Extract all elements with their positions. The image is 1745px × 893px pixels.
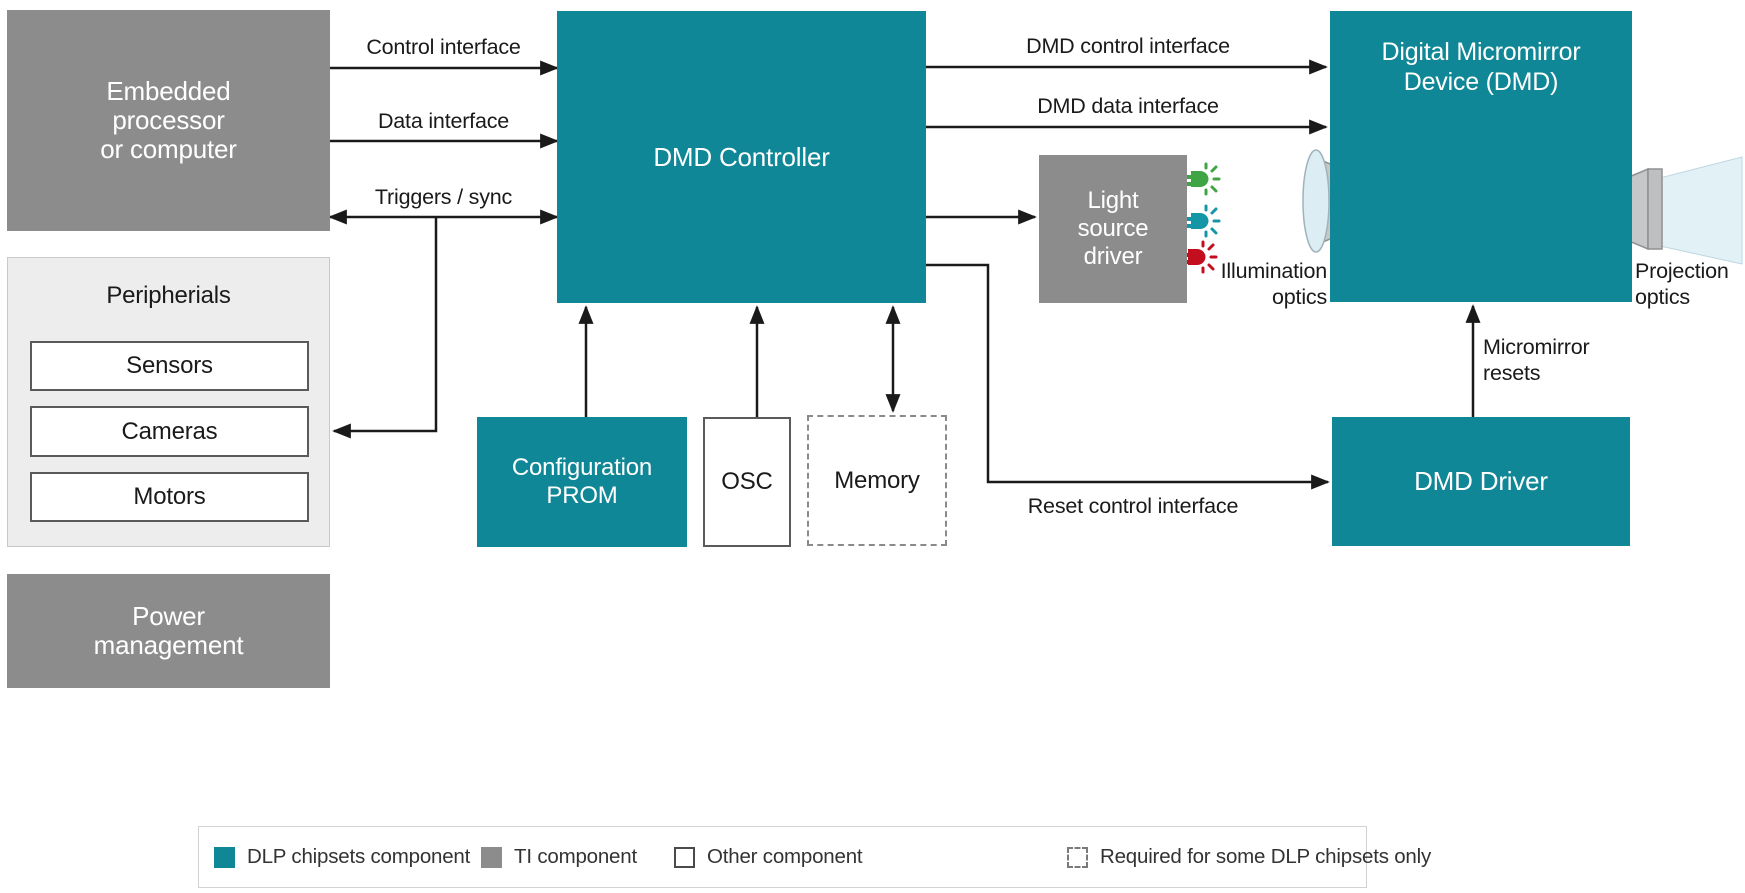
- memory-block: Memory: [807, 415, 947, 546]
- legend-label: DLP chipsets component: [247, 845, 471, 868]
- dmd-control-interface-label: DMD control interface: [1026, 34, 1230, 58]
- legend-item-other: Other component: [674, 827, 863, 887]
- dmd-controller-block: DMD Controller: [557, 11, 926, 303]
- ti-component-swatch: [481, 846, 502, 868]
- dmd-block-title: Digital Micromirror Device (DMD): [1381, 38, 1581, 96]
- reset-control-interface-label: Reset control interface: [1027, 494, 1239, 518]
- peripheral-item-motors: Motors: [30, 472, 309, 522]
- illumination-optics-label: Illumination optics: [1220, 259, 1328, 309]
- legend: DLP chipsets component TI component Othe…: [198, 826, 1431, 888]
- embedded-processor-block: Embedded processor or computer: [7, 10, 330, 231]
- light-source-driver-block: Light source driver: [1039, 155, 1187, 303]
- dlp-chipset-swatch: [214, 846, 235, 868]
- micromirror-resets-label: Micromirror resets: [1483, 335, 1590, 385]
- control-interface-label: Control interface: [366, 35, 521, 59]
- other-component-swatch: [674, 846, 695, 868]
- peripherals-title: Peripherials: [106, 282, 231, 309]
- legend-label: Other component: [707, 845, 863, 868]
- led-green-icon: [1186, 162, 1221, 196]
- dmd-driver-block: DMD Driver: [1332, 417, 1630, 546]
- triggers-to-peripherals-arrow: [332, 217, 438, 439]
- triggers-sync-label: Triggers / sync: [374, 185, 513, 209]
- peripheral-item-sensors: Sensors: [30, 341, 309, 391]
- dmd-block: Digital Micromirror Device (DMD): [1330, 11, 1632, 302]
- osc-block: OSC: [703, 417, 791, 547]
- led-teal-icon: [1186, 204, 1221, 238]
- legend-label: TI component: [514, 845, 637, 868]
- legend-label: Required for some DLP chipsets only: [1100, 845, 1432, 868]
- peripheral-item-cameras: Cameras: [30, 406, 309, 457]
- legend-item-ti: TI component: [481, 827, 637, 887]
- dashed-swatch: [1067, 846, 1088, 868]
- power-management-block: Power management: [7, 574, 330, 688]
- legend-item-dashed: Required for some DLP chipsets only: [1067, 827, 1431, 887]
- dmd-data-interface-label: DMD data interface: [1037, 94, 1219, 118]
- data-interface-label: Data interface: [377, 109, 510, 133]
- projection-optics-label: Projection optics: [1635, 259, 1729, 309]
- peripherals-block: Peripherials Sensors Cameras Motors: [7, 257, 330, 547]
- configuration-prom-block: Configuration PROM: [477, 417, 687, 547]
- legend-item-dlp: DLP chipsets component: [214, 827, 470, 887]
